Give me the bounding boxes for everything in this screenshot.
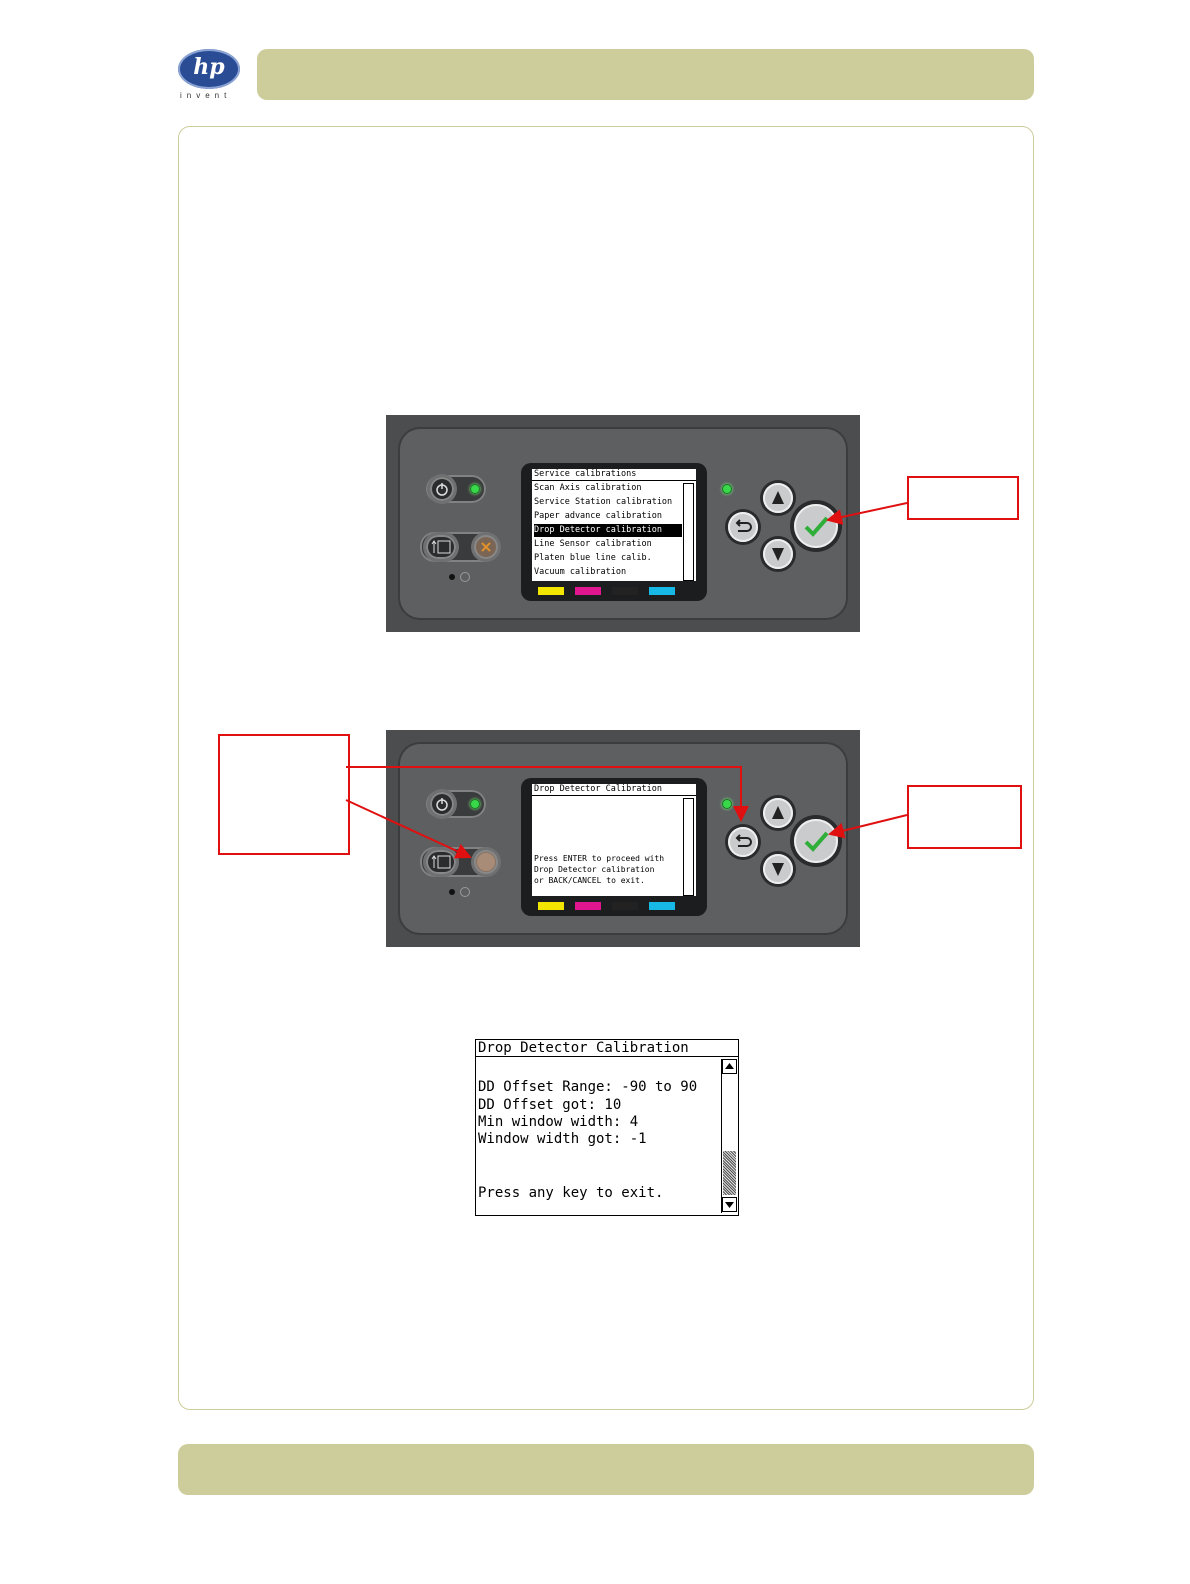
cancel-x-icon <box>481 542 491 552</box>
menu-item-paper-advance[interactable]: Paper advance calibration <box>534 511 662 521</box>
back-arrow-icon <box>735 834 752 847</box>
result-line-offset-range: DD Offset Range: -90 to 90 <box>478 1079 698 1095</box>
enter-button[interactable] <box>794 504 838 548</box>
down-button[interactable] <box>763 854 793 884</box>
hp-logo-text: hp <box>193 54 225 80</box>
scroll-down-icon <box>725 1202 734 1208</box>
lcd-title: Service calibrations <box>532 469 696 481</box>
lcd-title: Drop Detector Calibration <box>532 784 696 796</box>
ink-color-strip <box>536 902 691 910</box>
down-button[interactable] <box>763 539 793 569</box>
arrow-to-enter-2 <box>828 814 908 839</box>
lcd-scrollbar[interactable] <box>683 798 694 896</box>
footer-bar <box>178 1444 1034 1495</box>
arrow-to-cancel <box>345 799 472 859</box>
power-led <box>470 484 480 494</box>
menu-item-platen-blue-line[interactable]: Platen blue line calib. <box>534 553 652 563</box>
power-button[interactable] <box>430 477 454 501</box>
status-dot <box>449 889 455 895</box>
back-button[interactable] <box>728 827 758 857</box>
form-feed-icon <box>431 540 451 554</box>
ink-cyan <box>649 587 675 595</box>
cancel-button[interactable] <box>474 535 498 559</box>
result-lcd-screen: Drop Detector Calibration DD Offset Rang… <box>475 1039 739 1216</box>
menu-item-scan-axis[interactable]: Scan Axis calibration <box>534 483 642 493</box>
status-led <box>460 572 470 582</box>
menu-item-line-sensor[interactable]: Line Sensor calibration <box>534 539 652 549</box>
up-button[interactable] <box>763 798 793 828</box>
lcd-message-line-1: Press ENTER to proceed with <box>534 854 665 863</box>
result-title: Drop Detector Calibration <box>476 1040 738 1057</box>
lcd-message-line-2: Drop Detector calibration <box>534 865 655 874</box>
lcd-screen: Service calibrations Scan Axis calibrati… <box>532 469 696 581</box>
cancel-x-icon <box>477 853 495 871</box>
ink-black <box>612 587 638 595</box>
ink-cyan <box>649 902 675 910</box>
callout-box-enter-2 <box>907 785 1022 849</box>
lcd-scrollbar[interactable] <box>683 483 694 581</box>
back-button[interactable] <box>728 512 758 542</box>
ink-color-strip <box>536 587 691 595</box>
menu-item-drop-detector[interactable]: Drop Detector calibration <box>534 524 682 537</box>
ready-led <box>722 799 732 809</box>
lcd-message-line-3: or BACK/CANCEL to exit. <box>534 876 645 885</box>
power-icon <box>436 798 448 811</box>
menu-item-service-station[interactable]: Service Station calibration <box>534 497 673 507</box>
arrow-to-enter-1 <box>826 502 908 525</box>
result-line-window-got: Window width got: -1 <box>478 1131 647 1147</box>
arrow-to-back <box>346 766 749 822</box>
result-line-exit-prompt: Press any key to exit. <box>478 1185 664 1201</box>
up-button[interactable] <box>763 483 793 513</box>
down-arrow-icon <box>772 548 784 561</box>
ink-black <box>612 902 638 910</box>
form-feed-icon <box>431 855 451 869</box>
up-arrow-icon <box>772 491 784 504</box>
callout-box-back-cancel <box>218 734 350 855</box>
status-dot <box>449 574 455 580</box>
front-panel-service-calibrations: Service calibrations Scan Axis calibrati… <box>386 415 860 632</box>
status-led <box>460 887 470 897</box>
back-arrow-icon <box>735 519 752 532</box>
down-arrow-icon <box>772 863 784 876</box>
header-bar <box>257 49 1034 100</box>
ready-led <box>722 484 732 494</box>
ink-yellow <box>538 587 564 595</box>
menu-item-vacuum[interactable]: Vacuum calibration <box>534 567 627 577</box>
lcd-screen: Drop Detector Calibration Press ENTER to… <box>532 784 696 896</box>
content-frame <box>178 126 1034 1410</box>
scroll-down-arrow[interactable] <box>722 1197 737 1212</box>
enter-check-icon <box>804 516 829 537</box>
ink-magenta <box>575 902 601 910</box>
cancel-button[interactable] <box>474 850 498 874</box>
power-led <box>470 799 480 809</box>
callout-box-enter-1 <box>907 476 1019 520</box>
form-feed-button[interactable] <box>426 535 456 559</box>
up-arrow-icon <box>772 806 784 819</box>
scroll-up-arrow[interactable] <box>722 1059 737 1074</box>
scroll-thumb[interactable] <box>723 1151 736 1195</box>
ink-yellow <box>538 902 564 910</box>
ink-magenta <box>575 587 601 595</box>
hp-logo-disc: hp <box>178 49 240 89</box>
power-button[interactable] <box>430 792 454 816</box>
form-feed-button[interactable] <box>426 850 456 874</box>
hp-logo: hp invent <box>178 49 240 103</box>
hp-logo-tagline: invent <box>180 91 232 100</box>
result-scrollbar[interactable] <box>721 1059 737 1213</box>
scroll-up-icon <box>725 1063 734 1069</box>
enter-check-icon <box>804 831 829 852</box>
power-icon <box>436 483 448 496</box>
result-line-min-window: Min window width: 4 <box>478 1114 639 1130</box>
result-line-offset-got: DD Offset got: 10 <box>478 1097 622 1113</box>
